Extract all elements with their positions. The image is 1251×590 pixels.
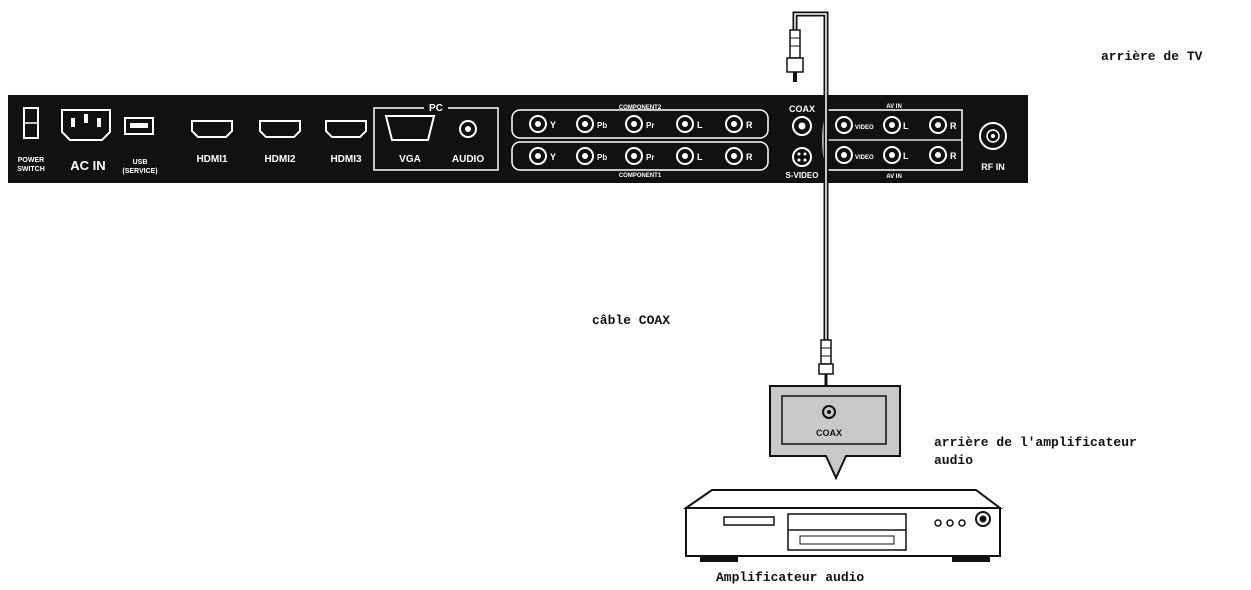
usb-label-2: (SERVICE)	[122, 168, 157, 175]
audio-amplifier	[682, 489, 1003, 562]
comp1-pb-label: Pb	[597, 153, 607, 162]
svideo-label: S-VIDEO	[786, 171, 819, 180]
hdmi3-label: HDMI3	[330, 154, 362, 165]
comp1-l-label: L	[697, 152, 703, 162]
tv-coax-label: COAX	[789, 104, 815, 114]
hdmi2-label: HDMI2	[264, 154, 296, 165]
ac-in-label: AC IN	[70, 158, 105, 173]
tv-back-panel: POWER SWITCH AC IN USB (SERVICE) HDMI1 H…	[8, 95, 1028, 183]
av-in-label-top: AV IN	[886, 104, 902, 110]
ac-in-port: AC IN	[61, 109, 111, 173]
amp-coax-label: COAX	[816, 428, 842, 438]
amplifier-caption: Amplificateur audio	[716, 570, 865, 585]
component-group: COMPONENT2 COMPONENT1 Y Pb Pr L R Y Pb P…	[511, 105, 769, 179]
vga-label: VGA	[399, 154, 421, 165]
vga-port	[384, 115, 436, 141]
rf-in-label: RF IN	[981, 162, 1005, 172]
component2-label: COMPONENT2	[619, 105, 662, 111]
comp2-r-label: R	[746, 120, 753, 130]
av2-r-label: R	[950, 151, 957, 161]
power-switch: POWER SWITCH	[17, 107, 45, 173]
pc-group: PC VGA AUDIO	[373, 101, 499, 171]
comp1-y-label: Y	[550, 152, 556, 162]
amp-back-caption-2: audio	[934, 453, 974, 468]
component1-label: COMPONENT1	[619, 173, 662, 179]
av1-video-label: VIDEO	[855, 125, 874, 131]
av-in-label-bottom: AV IN	[886, 174, 902, 180]
comp2-l-label: L	[697, 120, 703, 130]
power-switch-label: POWER	[18, 157, 44, 164]
hdmi2-port: HDMI2	[259, 120, 301, 165]
usb-port: USB (SERVICE)	[122, 117, 158, 175]
tv-coax-jack	[792, 116, 812, 136]
coax-cable	[786, 11, 834, 390]
power-switch-label-2: SWITCH	[17, 166, 45, 173]
pc-label: PC	[429, 103, 443, 114]
comp2-y-label: Y	[550, 120, 556, 130]
comp2-pb-label: Pb	[597, 121, 607, 130]
av1-r-label: R	[950, 121, 957, 131]
hdmi1-label: HDMI1	[196, 154, 228, 165]
hdmi3-port: HDMI3	[325, 120, 367, 165]
pc-audio-jack	[459, 120, 477, 138]
cable-caption: câble COAX	[592, 313, 671, 328]
amp-back-caption-1: arrière de l'amplificateur	[934, 435, 1137, 450]
amp-coax-jack	[822, 405, 836, 419]
pc-audio-label: AUDIO	[452, 154, 484, 165]
svideo-jack	[792, 147, 812, 167]
usb-label: USB	[133, 159, 148, 166]
av2-video-label: VIDEO	[855, 155, 874, 161]
hdmi1-port: HDMI1	[191, 120, 233, 165]
comp2-pr-label: Pr	[646, 121, 654, 130]
rf-in-port: RF IN	[979, 122, 1007, 172]
tv-back-caption: arrière de TV	[1101, 49, 1203, 64]
comp1-pr-label: Pr	[646, 153, 654, 162]
comp1-r-label: R	[746, 152, 753, 162]
amplifier-back-bubble: COAX	[769, 385, 901, 481]
av1-l-label: L	[903, 121, 909, 131]
av2-l-label: L	[903, 151, 909, 161]
